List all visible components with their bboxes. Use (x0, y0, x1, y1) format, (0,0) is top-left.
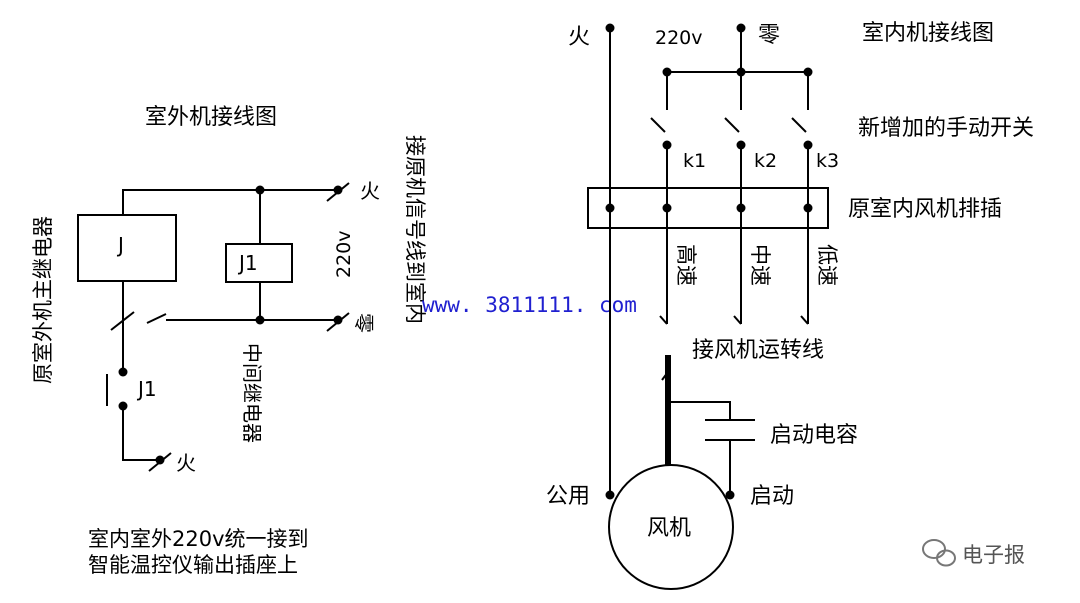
relay-j-box (77, 214, 177, 282)
relay-j1-box (225, 243, 293, 283)
terminal-slash-bottom (148, 452, 172, 472)
speed-mid-label: 中速 (748, 244, 772, 286)
k1-end-tick (659, 315, 668, 325)
outdoor-zero-label: 零 (352, 313, 376, 333)
socket-pin-fire (605, 203, 615, 213)
node-zero (333, 315, 343, 325)
indoor-zero-label: 零 (758, 23, 780, 48)
watermark-url: www. 3811111. com (422, 293, 637, 317)
node-k2 (736, 140, 746, 150)
indoor-fire-label: 火 (568, 25, 590, 50)
node-k1 (662, 140, 672, 150)
node-fire-top (333, 185, 343, 195)
outdoor-diagram: 室外机接线图 原室外机主继电器 火 J J1 零 220v J1 (31, 105, 427, 577)
relay-j-label: J (116, 233, 124, 257)
k1-label: k1 (683, 150, 706, 172)
node-start (725, 490, 735, 500)
terminal-slash-top (326, 182, 350, 202)
logo-text: 电子报 (962, 543, 1025, 567)
k2-end-tick (733, 315, 742, 325)
socket-caption: 原室内风机排插 (848, 197, 1002, 222)
k3-label: k3 (816, 150, 839, 172)
start-label: 启动 (750, 484, 794, 509)
node-j1-bottom (255, 315, 265, 325)
socket-pin-k3 (803, 203, 813, 213)
fan-motor (608, 464, 734, 590)
note-line-2: 智能温控仪输出插座上 (88, 553, 298, 577)
middle-relay-label: 中间继电器 (240, 343, 264, 443)
fan-run-wire-tick (661, 371, 669, 381)
capacitor-label: 启动电容 (770, 423, 858, 448)
fan-run-line-label: 接风机运转线 (692, 338, 824, 363)
common-label: 公用 (546, 484, 590, 509)
fan-label: 风机 (647, 516, 691, 541)
indoor-title: 室内机接线图 (862, 21, 994, 46)
indoor-voltage-label: 220v (655, 27, 703, 49)
j1-bottom-wire (122, 406, 160, 461)
outdoor-top-wire (122, 189, 338, 215)
switch-caption: 新增加的手动开关 (858, 116, 1034, 141)
relay-j1-label: J1 (237, 251, 258, 275)
k2-label: k2 (754, 150, 777, 172)
socket-pin-k1 (662, 203, 672, 213)
speed-low-label: 低速 (815, 244, 839, 286)
outdoor-fire-bottom-label: 火 (176, 451, 196, 475)
node-k3 (803, 140, 813, 150)
terminal-slash-zero (326, 312, 350, 332)
indoor-diagram: 室内机接线图 火 220v 零 新增加的手动开关 k1 k2 k3 (546, 21, 1034, 590)
j1-contact-label: J1 (136, 377, 157, 401)
outdoor-title: 室外机接线图 (145, 105, 277, 130)
j-contact-right-blade (146, 313, 167, 324)
capacitor-top-wire (668, 401, 731, 420)
wechat-icon (922, 539, 956, 567)
outdoor-voltage-label: 220v (333, 230, 355, 278)
outdoor-fire-top-label: 火 (360, 179, 380, 203)
speed-high-label: 高速 (674, 244, 698, 286)
k2-blade (724, 117, 740, 133)
socket-box (587, 187, 829, 229)
main-relay-label: 原室外机主继电器 (31, 216, 55, 384)
k3-end-tick (800, 315, 809, 325)
signal-line-label: 接原机信号线到室内 (403, 135, 427, 324)
k1-blade (650, 117, 666, 133)
note-line-1: 室内室外220v统一接到 (88, 527, 309, 551)
socket-pin-k2 (736, 203, 746, 213)
wechat-logo: 电子报 (922, 539, 1025, 567)
node-fire-bottom (155, 455, 165, 465)
k3-blade (791, 117, 807, 133)
node-j1-contact-top (118, 367, 128, 377)
node-common (605, 490, 615, 500)
